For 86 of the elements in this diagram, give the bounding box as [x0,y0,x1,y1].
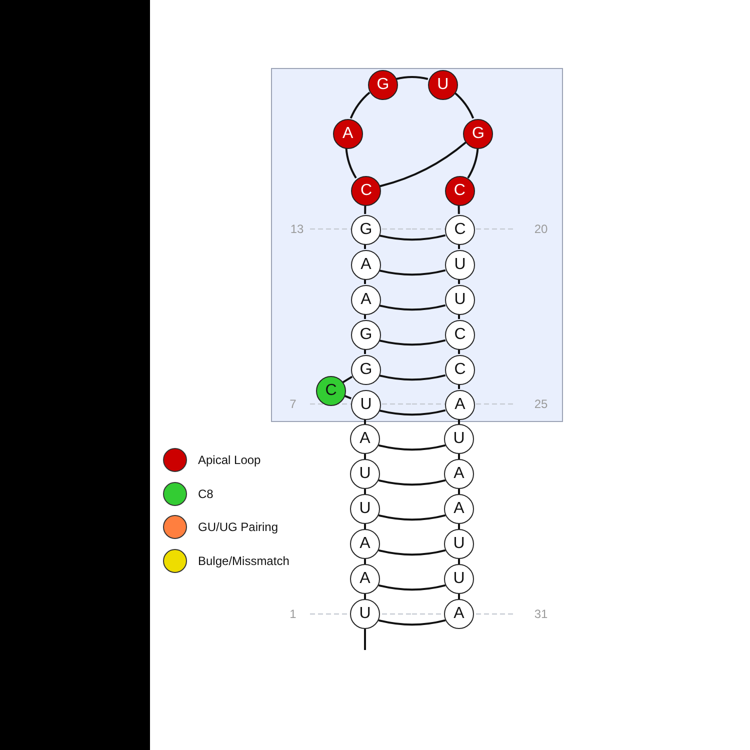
base-pair-line [378,584,446,591]
backbone-line [458,279,460,284]
base-pair-line [378,444,446,451]
position-number: 25 [533,396,549,412]
backbone-line [454,92,474,119]
backbone-line [344,394,352,400]
base-pair-line [378,514,446,521]
backbone-line [458,349,460,354]
nucleotide-circle: G [351,215,381,245]
nucleotide-circle: A [351,285,381,315]
nucleotide-circle: G [463,118,494,149]
nucleotide-circle: U [351,390,381,420]
backbone-line [458,454,460,459]
legend-label: C8 [198,486,214,502]
nucleotide-circle: U [445,285,475,315]
nucleotide-circle: U [444,564,474,594]
base-pair-line [378,374,446,381]
nucleotide-circle: G [351,320,381,350]
nucleotide-circle: U [350,459,380,489]
backbone-line [458,594,460,599]
backbone-line [458,384,460,389]
backbone-line [364,204,366,214]
base-pair-line [380,142,466,188]
backbone-line [350,92,370,119]
base-pair-line [378,409,446,416]
position-number: 7 [288,396,298,412]
nucleotide-circle: G [351,355,381,385]
backbone-line [458,419,460,424]
backbone-line [364,419,366,424]
backbone-line [396,76,428,80]
nucleotide-circle: C [445,215,475,245]
backbone-line [458,244,460,249]
backbone-line [458,314,460,319]
nucleotide-circle: U [445,250,475,280]
backbone-line [364,244,366,249]
nucleotide-circle: C [445,320,475,350]
backbone-line [364,349,366,354]
nucleotide-circle: A [332,118,363,149]
nucleotide-circle: A [350,529,380,559]
backbone-line [467,147,479,178]
nucleotide-circle: A [351,250,381,280]
backbone-line [458,489,460,494]
highlight-region [271,68,563,422]
backbone-line [458,559,460,564]
base-pair-line [378,479,446,486]
nucleotide-circle: C [445,355,475,385]
backbone-line [364,489,366,494]
nucleotide-circle: U [350,599,380,629]
backbone-line [364,629,366,650]
nucleotide-circle: A [350,564,380,594]
nucleotide-circle: U [444,529,474,559]
nucleotide-circle: U [428,70,458,100]
nucleotide-circle: A [444,599,474,629]
backbone-line [458,204,460,214]
nucleotide-circle: C [316,376,346,406]
nucleotide-circle: C [444,176,475,206]
nucleotide-circle: A [444,494,474,524]
base-pair-line [378,549,446,556]
backbone-line [364,524,366,529]
backbone-line [458,524,460,529]
position-number: 1 [288,606,298,622]
position-number: 20 [533,221,549,237]
legend-label: GU/UG Pairing [198,519,278,535]
nucleotide-circle: G [368,70,398,100]
legend-label: Apical Loop [198,452,261,468]
nucleotide-circle: C [351,176,382,206]
backbone-line [364,594,366,599]
nucleotide-circle: A [444,459,474,489]
nucleotide-circle: U [350,494,380,524]
base-pair-line [378,234,446,241]
legend-label: Bulge/Missmatch [198,552,290,568]
base-pair-line [378,619,446,626]
nucleotide-circle: A [350,424,380,454]
backbone-line [364,314,366,319]
backbone-line [364,559,366,564]
backbone-line [342,376,353,384]
backbone-line [364,279,366,284]
nucleotide-circle: A [445,390,475,420]
base-pair-line [378,339,446,346]
position-number: 31 [533,606,549,622]
position-number: 13 [289,221,305,237]
backbone-line [364,454,366,459]
backbone-line [345,147,357,178]
nucleotide-circle: U [444,424,474,454]
base-pair-line [378,304,446,311]
base-pair-line [378,269,446,276]
